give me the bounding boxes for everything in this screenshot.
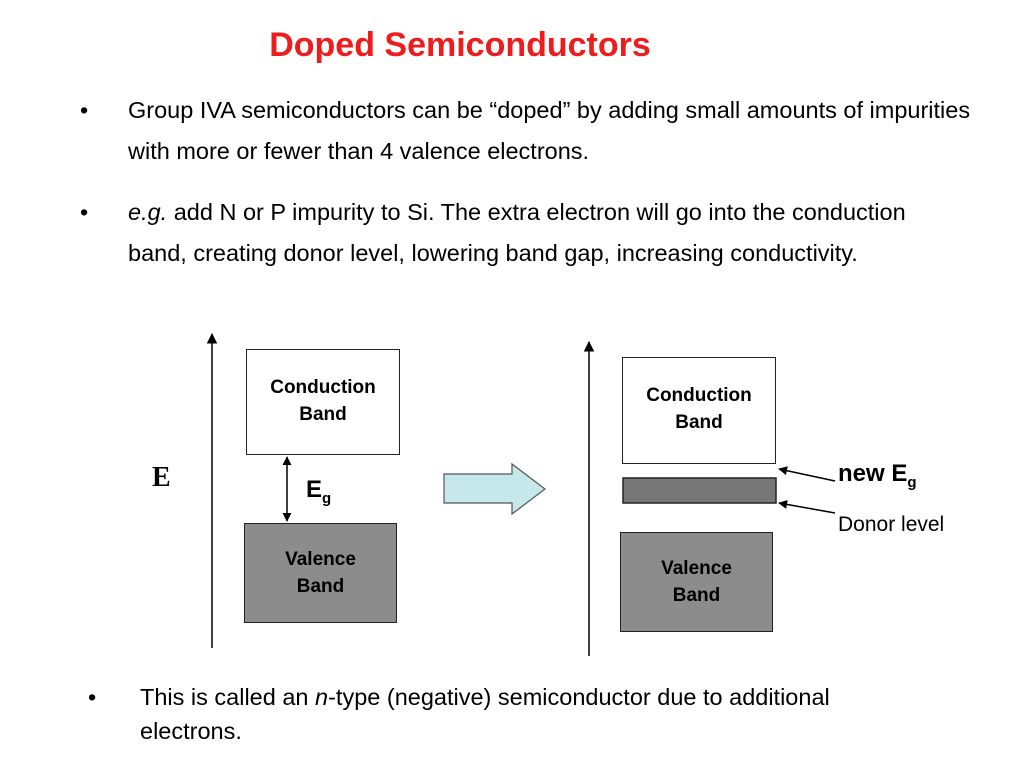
donor-level-pointer [778, 499, 836, 514]
slide-title: Doped Semiconductors [269, 26, 651, 64]
band-gap-symbol: E [306, 476, 323, 503]
bullet-text: Group IVA semiconductors can be “doped” … [128, 97, 971, 164]
transition-arrow [443, 462, 546, 516]
right-valence-band: Valence Band [620, 532, 773, 632]
new-band-gap-subscript: g [907, 473, 917, 491]
example-emphasis: e.g. [128, 199, 168, 225]
right-conduction-band: Conduction Band [622, 357, 776, 464]
bullet-text: e.g. add N or P impurity to Si. The extr… [128, 192, 958, 274]
band-gap-label: Eg [306, 476, 331, 507]
bullet-marker: • [80, 199, 89, 225]
energy-axis-label: E [152, 462, 171, 493]
new-gap-pointer [778, 466, 836, 482]
donor-level-label: Donor level [838, 513, 945, 536]
n-type-suffix: -type (negative) semiconductor due to ad… [140, 684, 830, 744]
band-gap-subscript: g [322, 489, 332, 507]
new-band-gap-text: new E [838, 460, 908, 487]
new-band-gap-label: new Eg [838, 460, 917, 491]
bullet-marker: • [88, 684, 97, 710]
donor-level-bar [622, 477, 777, 504]
left-valence-band: Valence Band [244, 523, 397, 623]
n-type-prefix: This is called an [140, 684, 316, 710]
left-conduction-band: Conduction Band [246, 349, 400, 455]
bullet-marker: • [80, 97, 89, 123]
n-type-emphasis: n [315, 684, 329, 710]
example-text: add N or P impurity to Si. The extra ele… [128, 199, 906, 266]
bullet-text: This is called an n-type (negative) semi… [140, 680, 900, 748]
